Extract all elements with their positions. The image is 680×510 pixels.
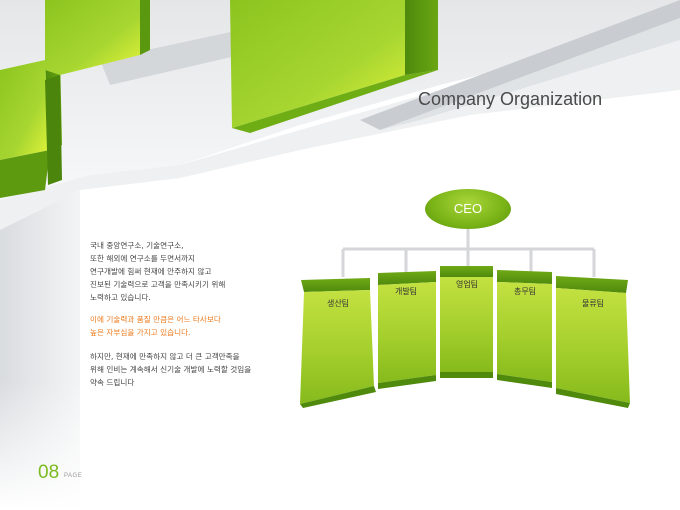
dept-box-logistics (556, 276, 630, 408)
dept-box-sales (440, 266, 493, 378)
text-line: 국내 중앙연구소, 기술연구소, (90, 241, 184, 250)
text-line: 또한 해외에 연구소를 두면서까지 (90, 254, 196, 263)
closing-paragraph: 하지만, 현재에 만족하지 않고 더 큰 고객만족을 위해 인비는 계속해서 신… (90, 350, 290, 389)
dept-label-development: 개발팀 (394, 287, 418, 296)
page-title: Company Organization (418, 89, 603, 109)
ceo-node: CEO (425, 189, 511, 229)
page-label: PAGE (64, 473, 83, 479)
dept-label-logistics: 물류팀 (581, 299, 605, 308)
dept-box-development (378, 271, 436, 389)
text-line: 약속 드립니다 (90, 378, 135, 387)
page-number: 08 (38, 462, 60, 483)
highlight-paragraph: 이에 기술력과 품질 만큼은 어느 타사보다 높은 자부심을 가지고 있습니다. (90, 313, 290, 339)
connector-lines (341, 229, 596, 277)
text-line: 진보된 기술력으로 고객을 만족시키기 위해 (90, 280, 226, 289)
text-line: 높은 자부심을 가지고 있습니다. (90, 328, 191, 337)
text-line: 하지만, 현재에 만족하지 않고 더 큰 고객만족을 (90, 352, 240, 361)
text-line: 연구개발에 힘써 현재에 안주하지 않고 (90, 267, 212, 276)
dept-label-production: 생산팀 (326, 299, 350, 308)
dept-box-general-affairs (497, 270, 552, 388)
dept-box-production (300, 278, 376, 408)
text-line: 이에 기술력과 품질 만큼은 어느 타사보다 (90, 315, 221, 324)
text-line: 노력하고 있습니다. (90, 293, 151, 302)
dept-label-general-affairs: 총무팀 (513, 287, 537, 296)
text-line: 위해 인비는 계속해서 신기술 개발에 노력할 것임을 (90, 365, 252, 374)
dept-label-sales: 영업팀 (455, 280, 479, 289)
intro-paragraph: 국내 중앙연구소, 기술연구소, 또한 해외에 연구소를 두면서까지 연구개발에… (90, 239, 290, 304)
